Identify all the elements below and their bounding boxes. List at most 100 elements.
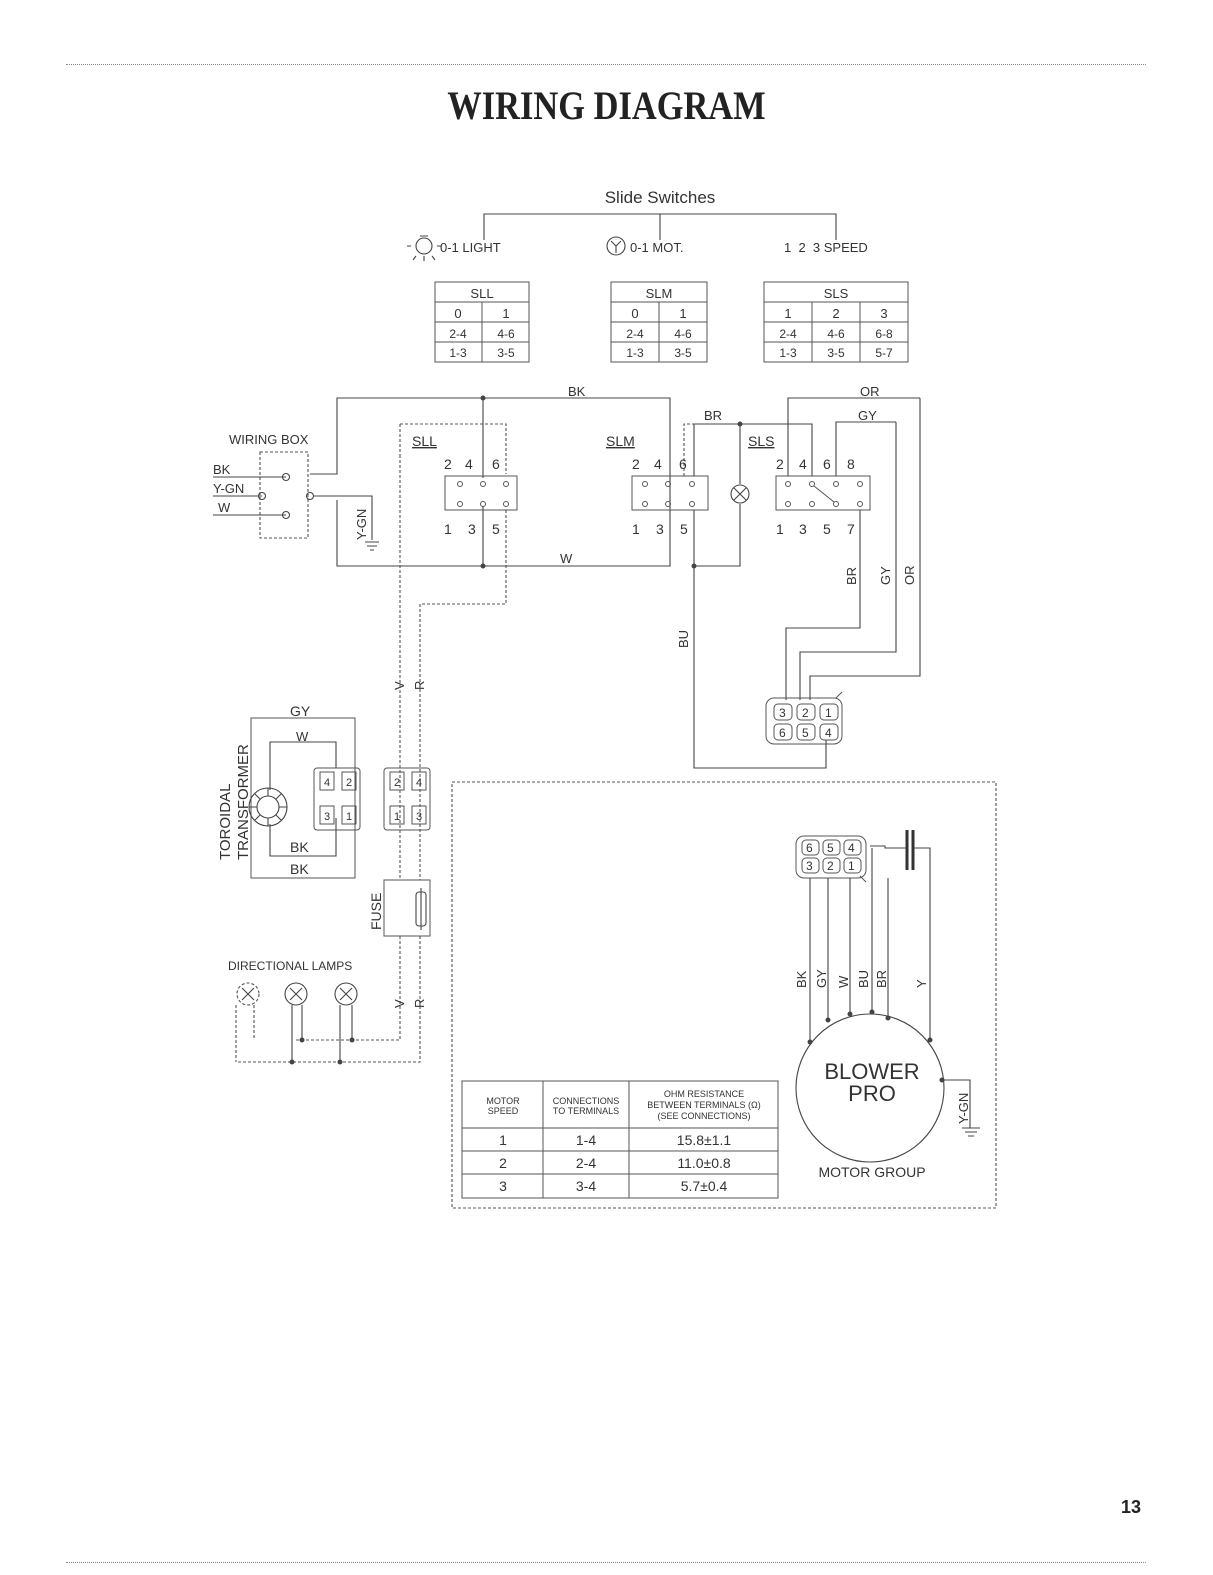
sll-position-table: SLL 0 1 2-4 4-6 1-3 3-5 [434,281,530,363]
svg-text:1-3: 1-3 [626,346,644,360]
transformer-bk-wire [269,818,337,857]
terminal [257,491,267,501]
transformer-label-2: TRANSFORMER [235,744,252,860]
switch-sls-label: SLS [748,433,774,449]
svg-text:3-5: 3-5 [497,346,515,360]
svg-text:5-7: 5-7 [875,346,893,360]
motor-lead-dots [807,1009,945,1083]
svg-text:1: 1 [679,306,686,321]
svg-text:(SEE CONNECTIONS): (SEE CONNECTIONS) [657,1111,750,1121]
svg-text:1: 1 [444,521,452,537]
light-bulb-icon [407,235,441,261]
switch-sll [444,475,518,511]
sls-position-table: SLS 1 2 3 2-4 4-6 6-8 1-3 3-5 5-7 [763,281,909,363]
wire-label-or: OR [860,384,880,399]
fuse-label: FUSE [368,893,384,930]
wiring-box-label: WIRING BOX [229,432,309,447]
wire-label-ygn: Y-GN [354,509,369,540]
switch-slm [631,475,709,511]
svg-text:3: 3 [880,306,887,321]
wire-label-bk: BK [568,384,586,399]
page-title: WIRING DIAGRAM [447,83,766,128]
terminal [281,510,291,520]
slide-switches-bracket [483,213,837,240]
svg-text:3-5: 3-5 [674,346,692,360]
svg-text:2: 2 [444,456,452,472]
svg-text:2-4: 2-4 [779,327,797,341]
light-switch-label: 0-1 LIGHT [440,240,501,255]
mains-input-wires [213,476,286,516]
wire-label-r-lower: R [412,999,427,1008]
svg-text:3: 3 [779,706,786,720]
svg-text:4: 4 [848,841,855,855]
svg-text:6-8: 6-8 [875,327,893,341]
capacitor-icon [870,830,931,1040]
svg-text:1: 1 [499,1132,507,1148]
slide-switches-heading: Slide Switches [605,188,716,207]
resistance-table: MOTOR SPEED CONNECTIONS TO TERMINALS OHM… [461,1080,779,1199]
blower-label-1: BLOWER [824,1059,919,1084]
wire-label-br: BR [704,408,722,423]
svg-text:2: 2 [802,706,809,720]
svg-text:5.7±0.4: 5.7±0.4 [681,1178,728,1194]
transformer-bk-outer: BK [290,861,309,877]
wire-label-gy: GY [858,408,877,423]
svg-text:3: 3 [468,521,476,537]
switch-slm-label: SLM [606,433,635,449]
svg-text:0: 0 [631,306,638,321]
svg-text:5: 5 [827,841,834,855]
svg-text:2: 2 [394,777,400,789]
transformer-bk-inner: BK [290,839,309,855]
slm-bracket [683,423,694,476]
gy-wire [835,421,896,476]
svg-text:2: 2 [499,1155,507,1171]
svg-text:2: 2 [832,306,839,321]
junction-dot [337,1059,343,1065]
svg-text:1: 1 [346,811,352,823]
transformer-w-wire [269,741,337,790]
svg-text:4: 4 [416,777,422,789]
bottom-rule [66,1562,1146,1563]
gy-wire-down [799,422,897,700]
svg-text:4-6: 4-6 [497,327,515,341]
indicator-return-wire [694,504,741,567]
speed-switch-label: 1 2 3 SPEED [784,240,868,255]
svg-text:5: 5 [680,521,688,537]
svg-text:3: 3 [499,1178,507,1194]
motor-switch-label: 0-1 MOT. [630,240,683,255]
indicator-lamp-icon [730,484,750,504]
svg-text:3: 3 [416,811,422,823]
r-wire [419,510,507,880]
svg-text:4-6: 4-6 [827,327,845,341]
top-rule [66,64,1146,65]
sll-contacts [457,481,509,507]
svg-text:3: 3 [799,521,807,537]
ground-wire [313,495,373,540]
svg-text:8: 8 [847,456,855,472]
svg-text:1: 1 [825,706,832,720]
svg-text:1-4: 1-4 [576,1132,596,1148]
lamp-feed-wires [236,936,421,1063]
svg-text:BU: BU [856,970,871,988]
svg-text:5: 5 [823,521,831,537]
svg-text:6: 6 [806,841,813,855]
svg-text:MOTOR: MOTOR [486,1096,520,1106]
mains-terminal-block: 2 4 1 3 [383,767,431,831]
svg-text:1: 1 [394,811,400,823]
svg-text:2: 2 [776,456,784,472]
junction-dot [289,1059,295,1065]
br-wire [693,423,813,476]
wiring-box-w: W [218,500,231,515]
motor-leads [809,848,889,1042]
svg-text:Y: Y [914,979,929,988]
svg-text:SLS: SLS [824,286,849,301]
motor-group-box [451,781,997,1209]
wire-label-w: W [560,551,573,566]
switch-sls [775,475,871,511]
transformer-label-1: TOROIDAL [217,784,234,860]
svg-text:7: 7 [847,521,855,537]
svg-text:1: 1 [784,306,791,321]
svg-text:5: 5 [492,521,500,537]
toroid-coil-icon [248,787,288,827]
